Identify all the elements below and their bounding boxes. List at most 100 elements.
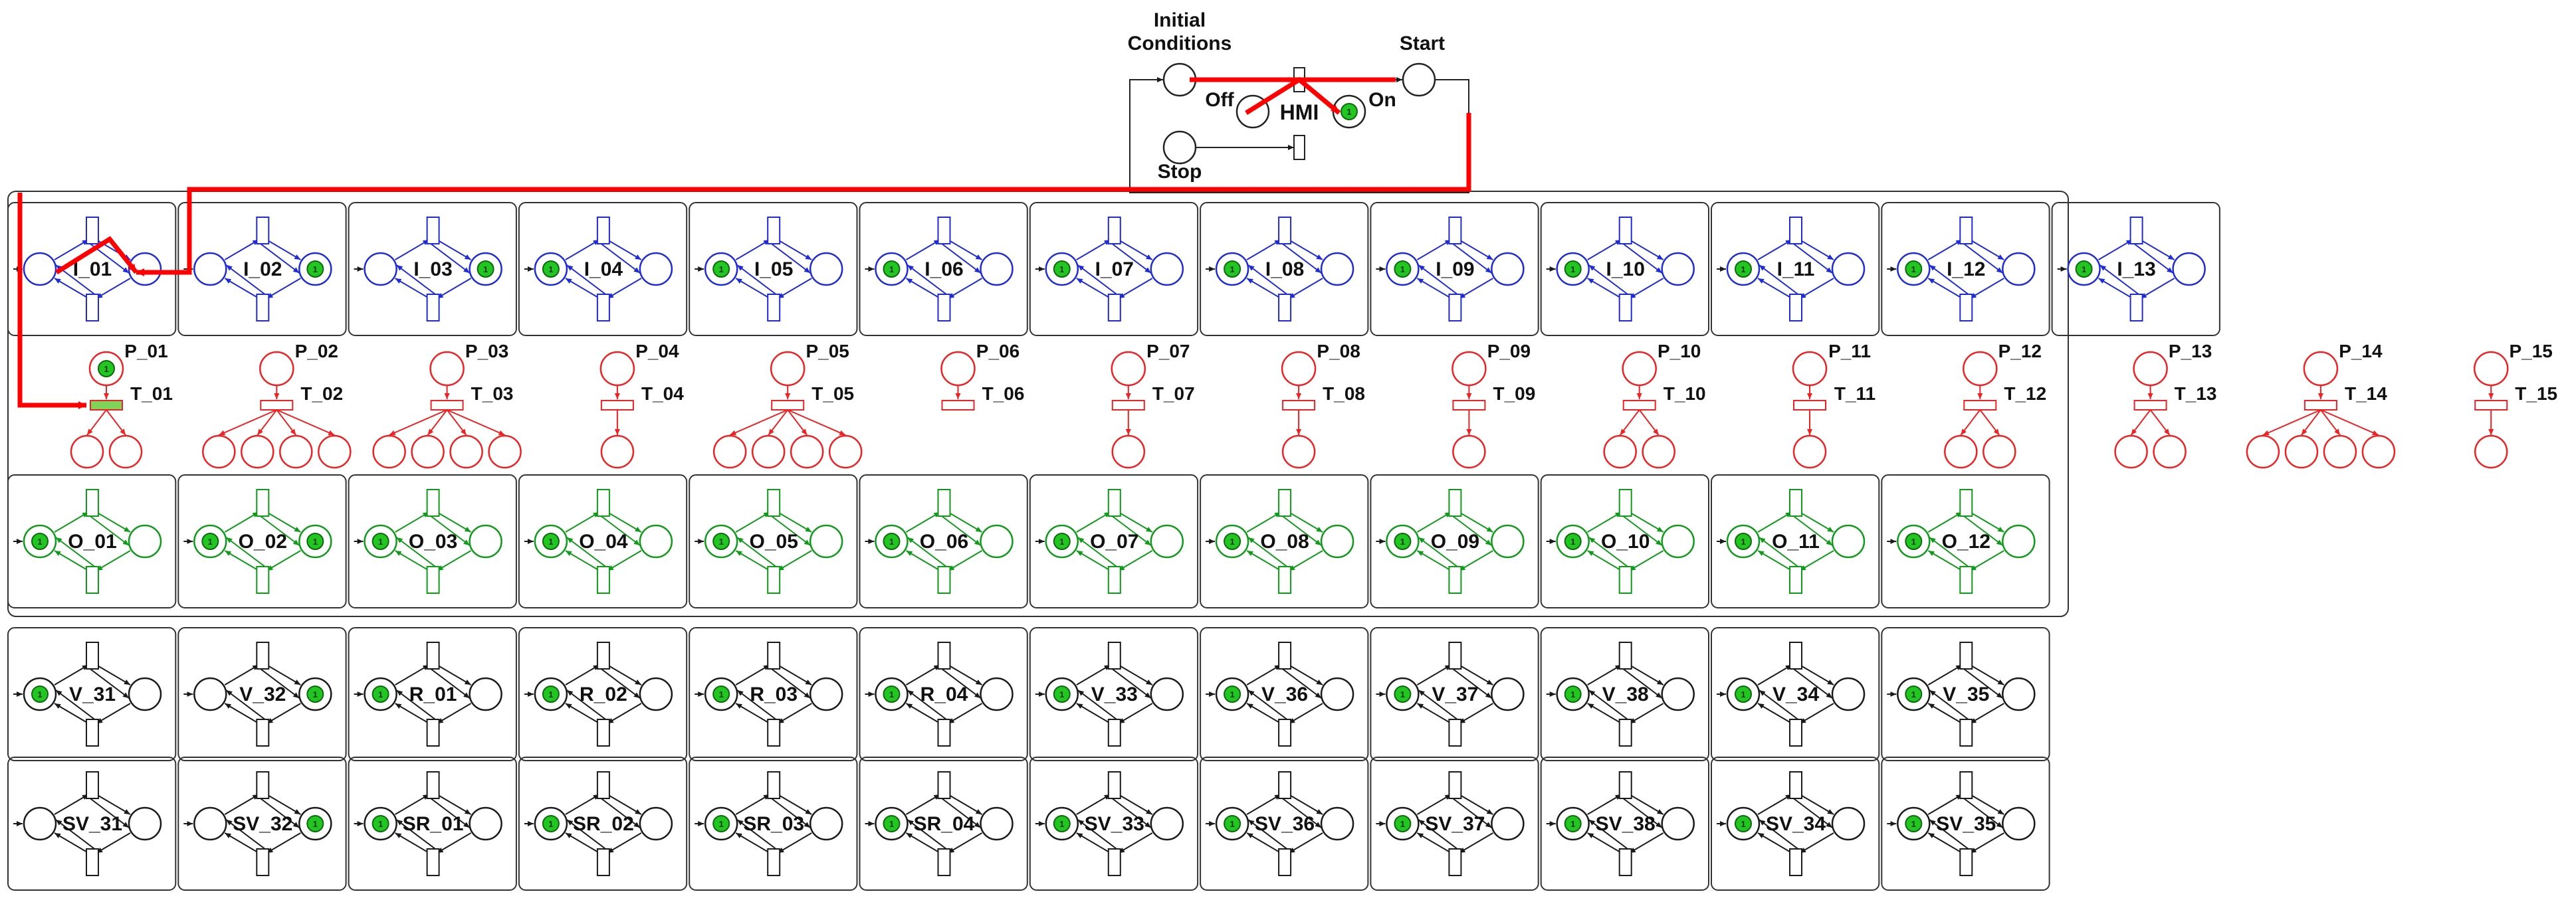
arc-cross-down (428, 242, 471, 274)
arc-cross-up (566, 819, 608, 851)
arc-top-in (1587, 794, 1622, 815)
arc-top-out (266, 511, 301, 533)
place-right (980, 806, 1014, 841)
transition-bottom (1959, 294, 1973, 322)
transition-bottom (1959, 848, 1973, 876)
module-frame (1711, 757, 1880, 891)
place-output (2246, 434, 2280, 469)
arc-cross-up (225, 264, 267, 296)
module-label: R_01 (409, 684, 457, 705)
arc-cross-up (1418, 537, 1460, 569)
module-frame (348, 474, 517, 608)
token-count: 1 (1741, 264, 1745, 274)
transition-top (1618, 489, 1632, 517)
transition-top (86, 771, 99, 799)
arc-transition-to-output (1638, 409, 1660, 436)
arc-bottom-out (54, 550, 89, 571)
place-label: P_01 (124, 341, 167, 361)
arc-bottom-out (735, 550, 770, 571)
arc-bottom-out (1416, 550, 1451, 571)
arc-cross-up (1929, 264, 1971, 296)
module-frame (1370, 202, 1539, 336)
token-left (542, 260, 560, 278)
module-frame (689, 757, 858, 891)
module-label: R_04 (920, 684, 968, 705)
module-label: I_11 (1777, 258, 1815, 280)
arc-top-out (266, 794, 301, 815)
arc-top-in (54, 664, 89, 686)
process-step-8: P_08T_08 (1281, 341, 1365, 469)
place-output (372, 434, 406, 469)
token-count: 1 (1059, 264, 1064, 274)
transition-bottom (1959, 719, 1973, 747)
arc-top-in (54, 239, 89, 260)
place-left (364, 252, 397, 286)
arc-cross-down (1450, 667, 1493, 699)
module-label: SV_37 (1425, 813, 1485, 835)
arc-bottom-in (2140, 278, 2175, 299)
module-frame (859, 627, 1028, 761)
arc-top-in (735, 664, 770, 686)
highlight-path-i01 (55, 236, 138, 274)
transition-top (1618, 642, 1632, 670)
arc-top-in (735, 511, 770, 533)
arc-cross-down (1280, 242, 1322, 274)
token-count: 1 (548, 819, 553, 829)
arc-bottom-out (54, 832, 89, 854)
arc-transition-to-output (1619, 409, 1640, 436)
transition-top (596, 642, 610, 670)
token-left (372, 815, 389, 832)
token-left (712, 533, 730, 550)
arc-bottom-out (1757, 278, 1792, 299)
module-frame (177, 627, 347, 761)
arc-top-out (777, 794, 812, 815)
token-count: 1 (313, 264, 318, 274)
arc-cross-up (225, 690, 267, 721)
arc-top-in (565, 511, 600, 533)
place-output (1642, 434, 1675, 469)
arc-bottom-out (1927, 703, 1963, 724)
place-right (1661, 677, 1695, 711)
transition-top (937, 489, 951, 517)
place-left (23, 252, 57, 286)
arc-top-in (1927, 511, 1963, 533)
arc-bottom-out (1587, 278, 1622, 299)
place-output (70, 434, 104, 469)
arc-bottom-in (1288, 550, 1323, 571)
arc-bottom-in (266, 703, 301, 724)
transition-label: T_04 (641, 383, 684, 404)
arc-cross-up (1759, 819, 1800, 851)
transition-t-01 (90, 400, 123, 411)
arc-cross-down (258, 514, 300, 546)
module-label: V_33 (1091, 684, 1138, 705)
module-frame (177, 202, 347, 336)
arc-top-in (224, 794, 259, 815)
module-sv-32: 1SV_32 (183, 771, 332, 876)
place-output (2361, 434, 2396, 469)
module-v-32: 1V_32 (183, 642, 332, 747)
token-count: 1 (313, 537, 318, 547)
arc-cross-up (1247, 264, 1289, 296)
arc-top-out (1799, 511, 1834, 533)
arc-transition-to-output (106, 409, 126, 436)
transition-top (256, 489, 270, 517)
token-count: 1 (889, 819, 894, 829)
token-count: 1 (208, 537, 213, 547)
place-output (2474, 434, 2508, 469)
module-frame (177, 757, 347, 891)
arc-transition-to-output (447, 409, 506, 436)
place-right (1661, 252, 1695, 286)
transition-bottom (1107, 566, 1121, 594)
arc-cross-down (1621, 667, 1663, 699)
arc-bottom-out (395, 550, 430, 571)
place-right (128, 677, 162, 711)
arc-cross-down (939, 514, 982, 546)
transition-bottom (937, 294, 951, 322)
arc-bottom-out (1416, 278, 1451, 299)
arc-cross-up (2099, 264, 2141, 296)
